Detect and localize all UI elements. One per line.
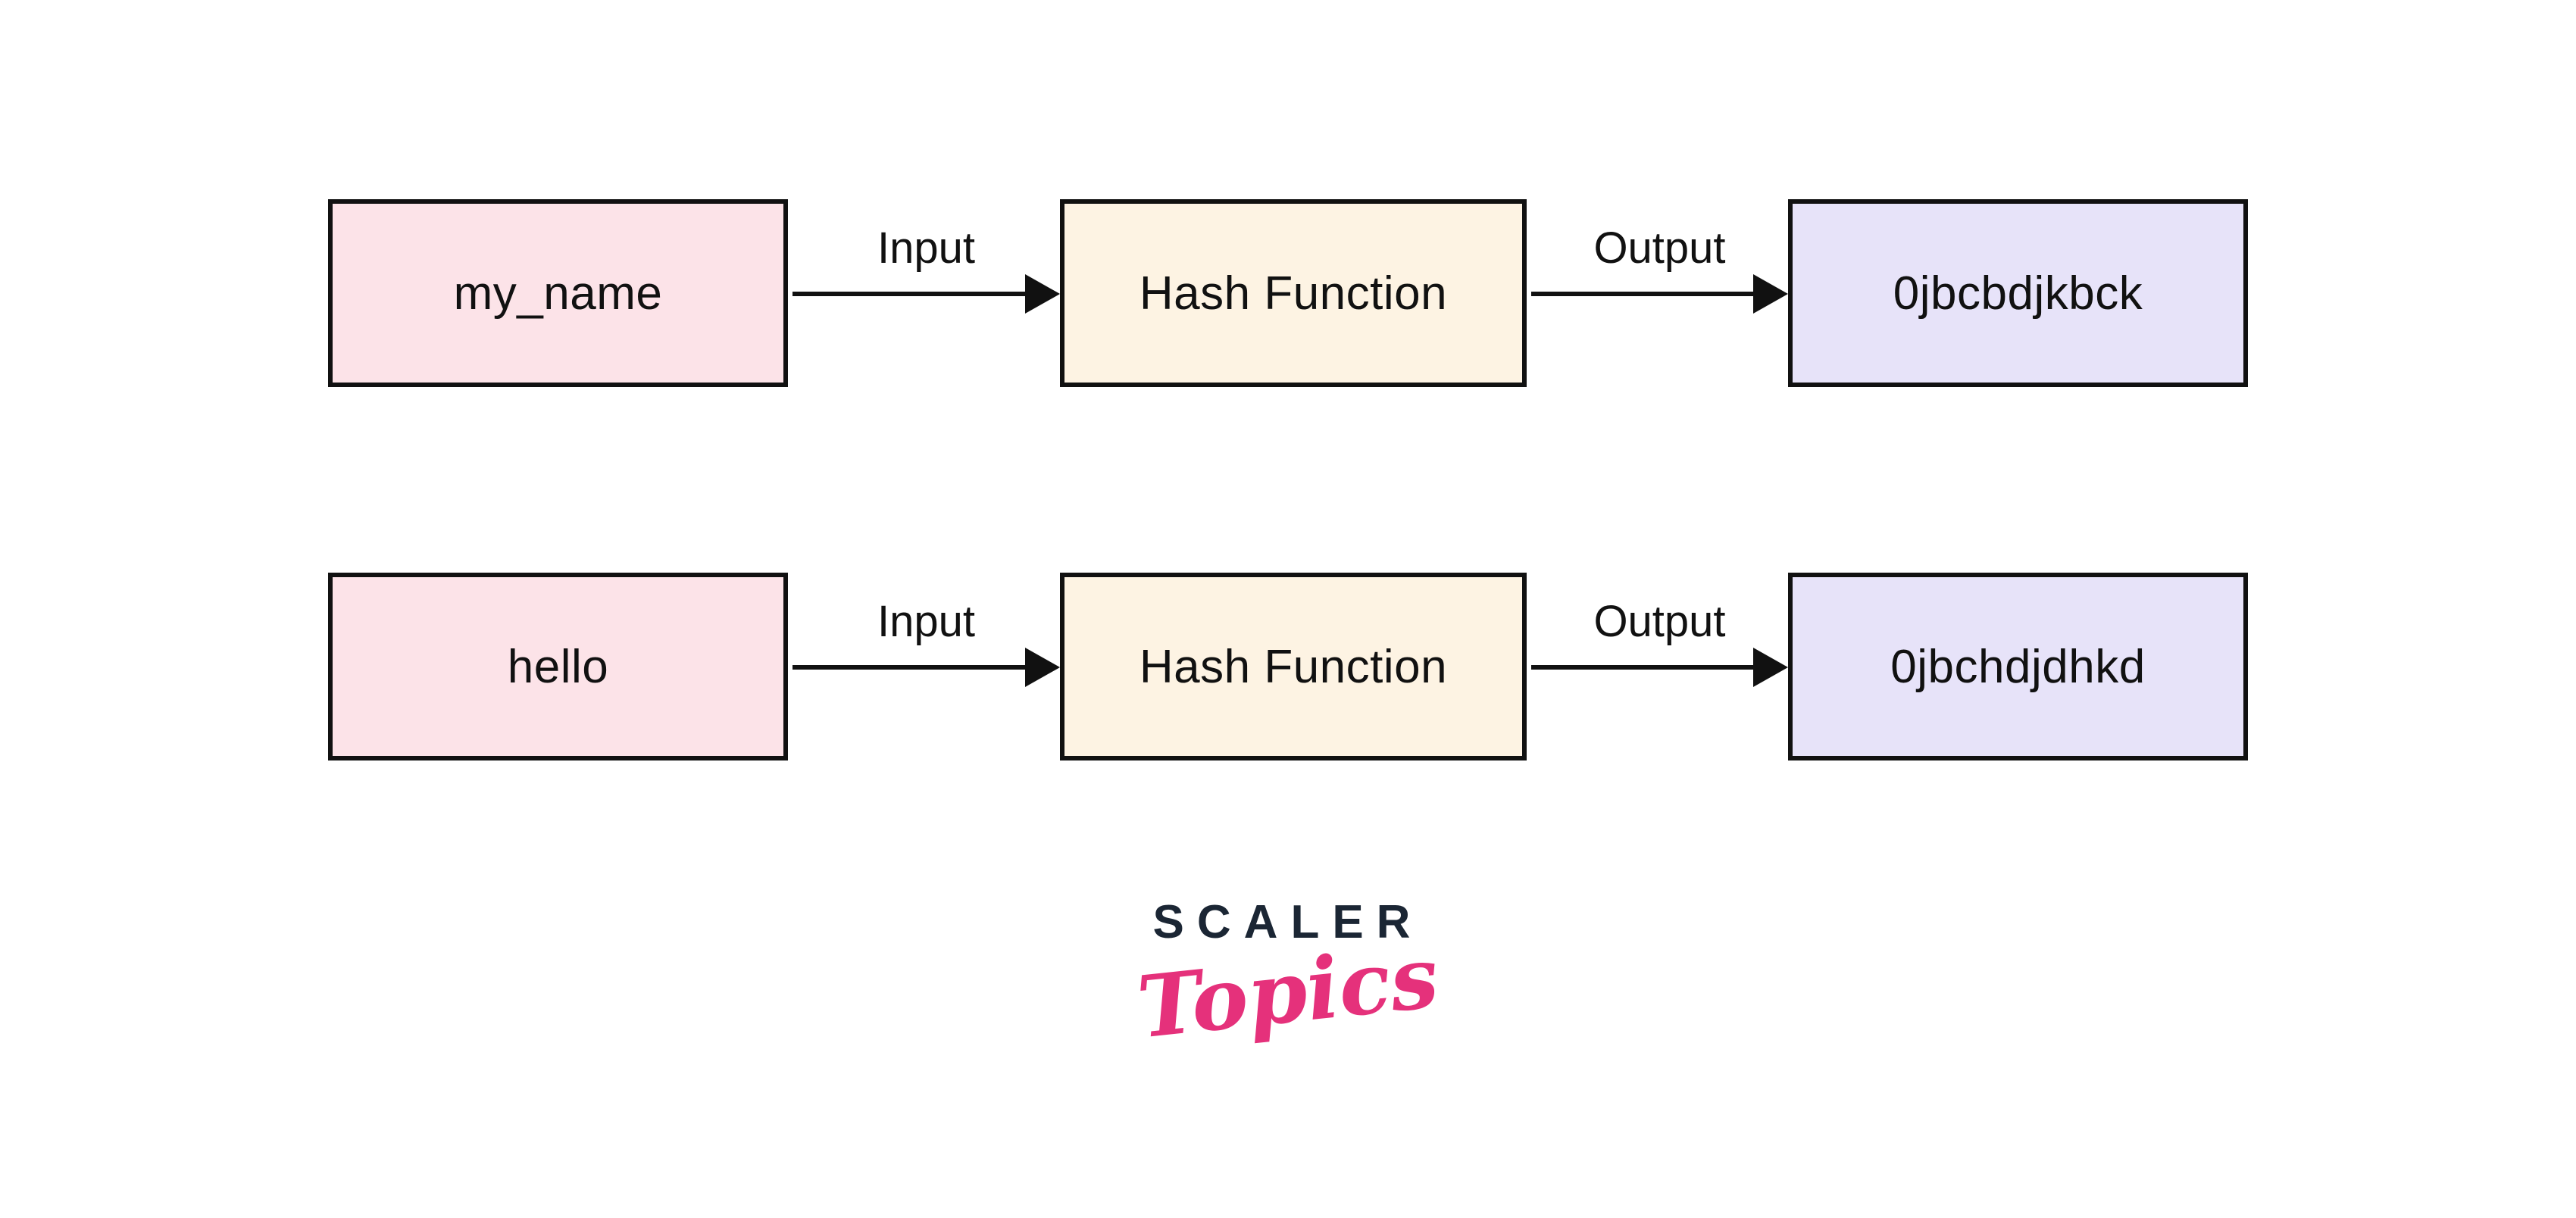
input-arrow-group: Input: [792, 199, 1060, 387]
output-arrow-label: Output: [1593, 223, 1726, 273]
output-arrow-group: Output: [1531, 199, 1788, 387]
output-value-box: 0jbchdjdhkd: [1788, 573, 2248, 760]
output-value-box: 0jbcbdjkbck: [1788, 199, 2248, 387]
output-arrow-group: Output: [1531, 573, 1788, 760]
output-arrow-head-icon: [1753, 274, 1788, 314]
logo-sub-brand-text: Topics: [1133, 927, 1443, 1058]
input-arrow-head-icon: [1025, 648, 1060, 687]
hash-function-text: Hash Function: [1139, 267, 1448, 320]
input-arrow-group: Input: [792, 573, 1060, 760]
input-arrow-line: [792, 292, 1033, 296]
hash-function-box: Hash Function: [1060, 199, 1527, 387]
hash-function-box: Hash Function: [1060, 573, 1527, 760]
input-value-box: my_name: [328, 199, 788, 387]
output-arrow-line: [1531, 665, 1761, 670]
input-arrow-line: [792, 665, 1033, 670]
scaler-topics-logo: SCALER Topics: [1133, 895, 1443, 1057]
output-arrow-head-icon: [1753, 648, 1788, 687]
flow-row-hello: hello Input Hash Function Output 0jbchdj…: [0, 573, 2576, 760]
input-arrow-label: Input: [877, 597, 975, 646]
input-value-text: my_name: [453, 267, 663, 320]
input-value-box: hello: [328, 573, 788, 760]
output-arrow-line: [1531, 292, 1761, 296]
input-arrow-head-icon: [1025, 274, 1060, 314]
output-value-text: 0jbcbdjkbck: [1893, 267, 2143, 320]
logo-brand-text: SCALER: [1152, 896, 1424, 948]
output-arrow-label: Output: [1593, 597, 1726, 646]
flow-row-my-name: my_name Input Hash Function Output 0jbcb…: [0, 199, 2576, 387]
output-value-text: 0jbchdjdhkd: [1890, 640, 2146, 693]
input-arrow-label: Input: [877, 223, 975, 273]
hash-function-text: Hash Function: [1139, 640, 1448, 693]
input-value-text: hello: [507, 640, 609, 693]
